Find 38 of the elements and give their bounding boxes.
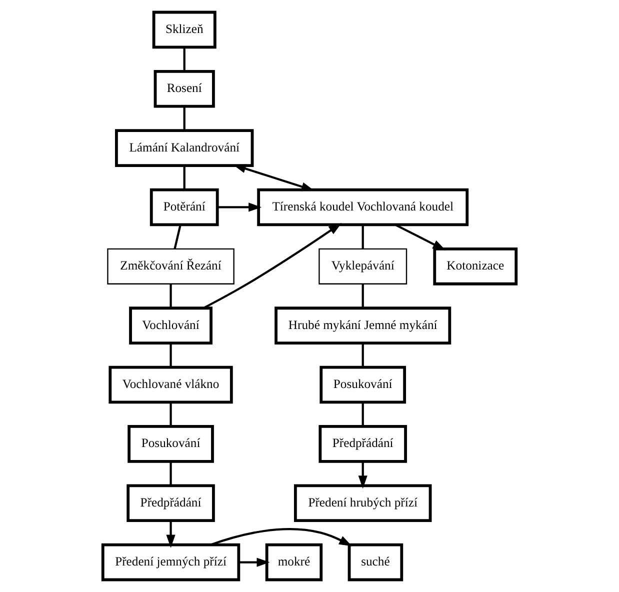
node-box: Předení jemných přízí	[101, 543, 240, 582]
node-box: Změkčování Řezání	[107, 248, 234, 284]
node-box: Rosení	[154, 70, 215, 108]
node-box: Vochlování	[129, 306, 212, 344]
connector	[170, 402, 172, 426]
connector	[362, 224, 364, 249]
node-box: Sklizeň	[152, 10, 216, 49]
node-box: Kotonizace	[433, 248, 518, 286]
arrow	[239, 558, 270, 567]
connector	[170, 461, 172, 486]
connector	[183, 106, 186, 130]
node-box: Lámání Kalandrování	[115, 129, 254, 167]
connector	[183, 166, 186, 190]
arrow	[217, 202, 262, 212]
node-box: Hrubé mykání Jemné mykání	[274, 306, 452, 344]
connector	[362, 343, 364, 368]
connector	[170, 343, 172, 368]
node-box: mokré	[265, 543, 323, 582]
node-box: Posukování	[320, 366, 406, 404]
connector	[183, 47, 186, 72]
node-box: Předení hrubých přízí	[294, 484, 432, 522]
node-box: suché	[348, 543, 404, 582]
connector	[170, 284, 172, 308]
connector	[174, 224, 182, 249]
connector	[362, 402, 364, 426]
node-box: Předpřádání	[318, 425, 407, 463]
node-box: Potěrání	[150, 188, 219, 226]
node-box: Tírenská koudel Vochlovaná koudel	[257, 188, 469, 226]
connector	[362, 284, 364, 308]
arrow	[358, 461, 368, 489]
arrow	[210, 528, 352, 546]
node-box: Vochlované vlákno	[108, 366, 233, 404]
node-box: Vyklepávání	[318, 248, 408, 284]
arrow	[166, 520, 176, 548]
node-box: Předpřádání	[126, 484, 215, 522]
arrow	[203, 222, 342, 309]
arrow	[394, 224, 446, 250]
node-box: Posukování	[128, 425, 214, 463]
